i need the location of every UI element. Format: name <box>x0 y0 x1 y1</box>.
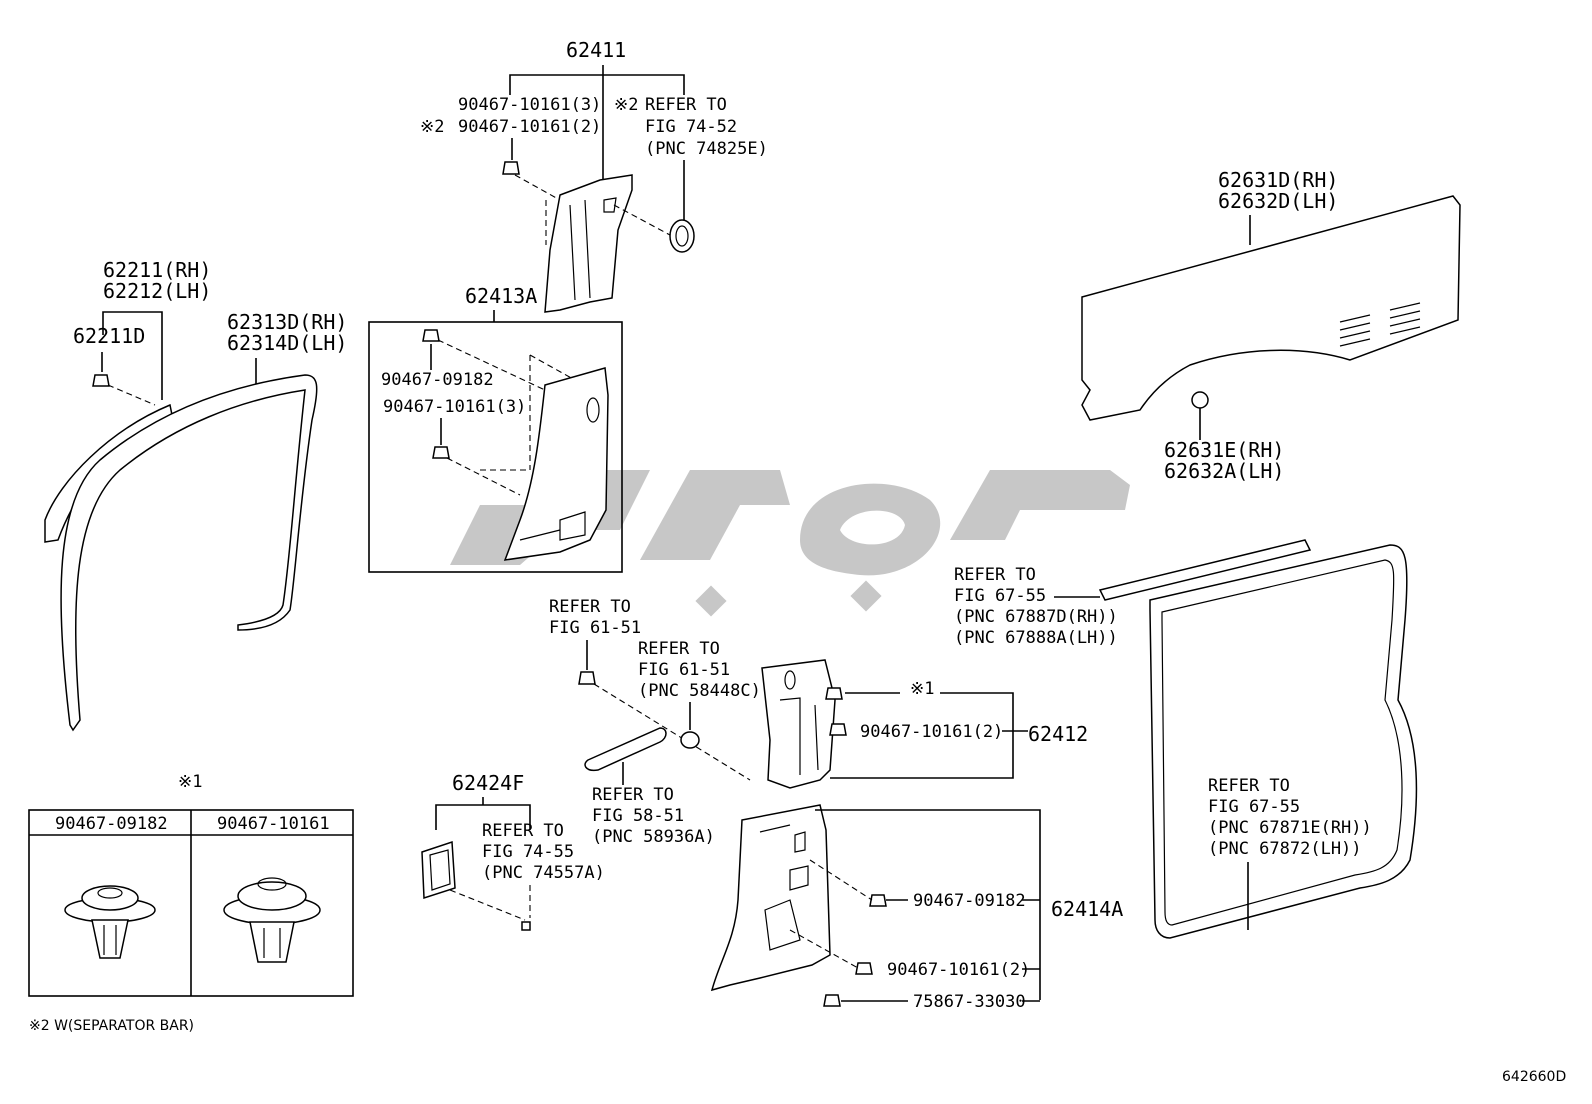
label-62632a-lh: 62632A(LH) <box>1164 459 1284 483</box>
label-62413a: 62413A <box>465 284 537 308</box>
label-62414a: 62414A <box>1051 897 1123 921</box>
pnc-58936a: (PNC 58936A) <box>592 827 715 847</box>
label-75867-33030: 75867-33030 <box>913 992 1026 1012</box>
label-90467-09182-b: 90467-09182 <box>913 891 1026 911</box>
drawing-number: 642660D <box>1502 1069 1566 1085</box>
group-62413a: 62413A 90467-09182 90467-10161(3) <box>368 284 623 573</box>
label-90467-10161-3b: 90467-10161(3) <box>383 397 526 417</box>
label-90467-10161-2: 90467-10161(2) <box>458 117 601 137</box>
fig-67-55-a: FIG 67-55 <box>954 586 1046 606</box>
label-90467-09182-a: 90467-09182 <box>381 370 494 390</box>
group-62424f: 62424F REFER TO FIG 74-55 (PNC 74557A) <box>421 771 605 931</box>
legend-header-09182: 90467-09182 <box>55 814 168 834</box>
label-90467-10161-3: 90467-10161(3) <box>458 95 601 115</box>
label-62212-lh: 62212(LH) <box>103 279 211 303</box>
upper-rail-seal <box>1098 539 1312 601</box>
legend-clips: ※1 90467-09182 90467-10161 <box>28 772 354 997</box>
connector-icon <box>521 921 531 931</box>
mark-2-a: ※2 <box>614 95 638 115</box>
pnc-58448c: (PNC 58448C) <box>638 681 761 701</box>
group-62211: 62211(RH) 62212(LH) 62211D <box>44 258 211 543</box>
legend-header-10161: 90467-10161 <box>217 814 330 834</box>
clip-10161-icon <box>223 877 321 963</box>
pnc-67887d: (PNC 67887D(RH)) <box>954 607 1118 627</box>
vent-slots <box>1339 302 1421 347</box>
bracket-62424f <box>421 840 456 900</box>
bolt-icon <box>823 994 841 1007</box>
fig-74-55: FIG 74-55 <box>482 842 574 862</box>
group-62411: 62411 90467-10161(3) ※2 ※2 90467-10161(2… <box>420 38 768 313</box>
mark-1-b: ※1 <box>178 772 202 792</box>
bolt-icon <box>578 671 596 685</box>
fig-61-51-b: FIG 61-51 <box>638 660 730 680</box>
mark-2-b: ※2 <box>420 117 444 137</box>
label-62314d-lh: 62314D(LH) <box>227 331 347 355</box>
refer-to-58-51: REFER TO <box>592 785 674 805</box>
clip-icon <box>502 161 520 175</box>
refer-to-74-52: REFER TO <box>645 95 727 115</box>
hole-cover-icon <box>669 219 695 253</box>
clip-09182-icon <box>64 885 156 959</box>
group-62313d: 62313D(RH) 62314D(LH) <box>60 310 347 732</box>
pnc-67871e: (PNC 67871E(RH)) <box>1208 818 1372 838</box>
detail-box-62413a <box>368 321 623 573</box>
pillar-garnish-62412 <box>761 659 836 789</box>
mark-1-a: ※1 <box>910 679 934 699</box>
pnc-74557a: (PNC 74557A) <box>482 863 605 883</box>
group-62414a: 90467-09182 62414A 90467-10161(2) 75867-… <box>710 804 1123 1012</box>
group-62412: ※1 90467-10161(2) 62412 <box>761 659 1088 789</box>
clip-icon <box>869 894 887 907</box>
door-opening-trim <box>60 374 318 732</box>
fig-58-51: FIG 58-51 <box>592 806 684 826</box>
label-62412: 62412 <box>1028 722 1088 746</box>
label-62631e-rh: 62631E(RH) <box>1164 438 1284 462</box>
strap-bracket-58936a <box>584 727 667 772</box>
pnc-74825e: (PNC 74825E) <box>645 139 768 159</box>
clip-icon <box>829 723 847 736</box>
refer-to-67-55-a: REFER TO <box>954 565 1036 585</box>
clip-icon <box>92 374 110 387</box>
refer-to-61-51-a: REFER TO <box>549 597 631 617</box>
label-62424f: 62424F <box>452 771 524 795</box>
quarter-trim-62413a <box>503 367 609 561</box>
pillar-garnish-62411 <box>544 174 633 313</box>
clip-icon <box>825 687 843 700</box>
label-62631d-rh: 62631D(RH) <box>1218 168 1338 192</box>
label-62211d: 62211D <box>73 324 145 348</box>
footnote-separator-bar: ※2 W(SEPARATOR BAR) <box>29 1018 194 1034</box>
fig-61-51-a: FIG 61-51 <box>549 618 641 638</box>
group-slide-door-seal: REFER TO FIG 67-55 (PNC 67887D(RH)) (PNC… <box>954 539 1418 939</box>
label-62411: 62411 <box>566 38 626 62</box>
slide-door-weatherstrip <box>1149 544 1418 939</box>
label-90467-10161-2b: 90467-10161(2) <box>860 722 1003 742</box>
label-62211-rh: 62211(RH) <box>103 258 211 282</box>
bushing-icon <box>680 731 700 749</box>
clip-62631e-icon <box>1191 391 1209 409</box>
refer-to-61-51-b: REFER TO <box>638 639 720 659</box>
pnc-67872: (PNC 67872(LH)) <box>1208 839 1362 859</box>
group-refer-middle: REFER TO FIG 61-51 REFER TO FIG 61-51 (P… <box>549 597 761 847</box>
quarter-panel-62631d <box>1081 195 1461 421</box>
fig-74-52: FIG 74-52 <box>645 117 737 137</box>
label-62313d-rh: 62313D(RH) <box>227 310 347 334</box>
clip-icon <box>855 962 873 975</box>
quarter-trim-62414a <box>710 804 831 992</box>
refer-to-74-55: REFER TO <box>482 821 564 841</box>
clip-icon <box>422 329 440 342</box>
fig-67-55-b: FIG 67-55 <box>1208 797 1300 817</box>
label-90467-10161-2c: 90467-10161(2) <box>887 960 1030 980</box>
pnc-67888a: (PNC 67888A(LH)) <box>954 628 1118 648</box>
label-62632d-lh: 62632D(LH) <box>1218 189 1338 213</box>
group-62631d: 62631D(RH) 62632D(LH) 62631E(RH) 62632A(… <box>1081 168 1461 483</box>
refer-to-67-55-b: REFER TO <box>1208 776 1290 796</box>
clip-icon <box>432 446 450 459</box>
